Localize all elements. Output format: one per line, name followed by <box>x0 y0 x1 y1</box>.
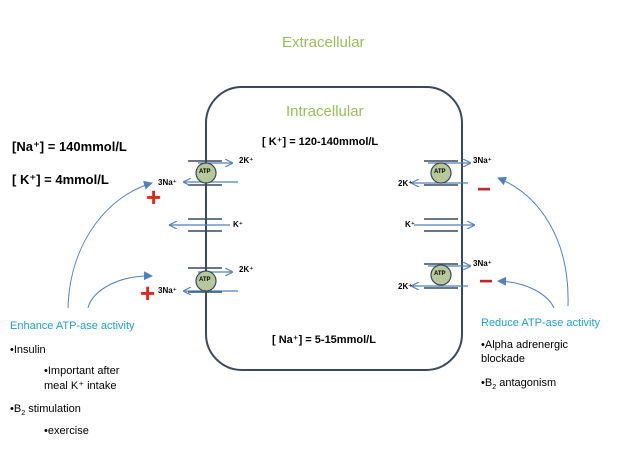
ion-k-left: K⁺ <box>233 220 243 229</box>
intracellular-label: Intracellular <box>286 103 364 120</box>
left-panel-exercise: •exercise <box>44 425 89 437</box>
intracellular-k-conc: [ K⁺] = 120-140mmol/L <box>262 136 379 148</box>
ion-2k-right-top: 2K⁺ <box>398 179 413 188</box>
intracellular-na-conc: [ Na⁺] = 5-15mmol/L <box>272 334 376 346</box>
curve-right-to-top-pump <box>497 176 569 307</box>
right-panel-alpha-1: •Alpha adrenergic <box>481 339 569 351</box>
left-panel-insulin: •Insulin <box>10 344 46 356</box>
left-panel-insulin-note-1: •Important after <box>44 365 120 377</box>
curve-left-to-bottom-pump <box>87 271 153 309</box>
left-panel-b2-stimulation: •B2 stimulation <box>10 403 81 418</box>
atp-pump-right-top <box>430 162 452 184</box>
right-panel-alpha-2: blockade <box>481 353 526 365</box>
left-pump-bottom <box>184 267 238 292</box>
curve-left-to-top-pump <box>67 180 153 309</box>
atp-label-right-top: ATP <box>434 169 446 175</box>
atp-pump-right-bottom <box>430 264 452 286</box>
ion-2k-left-top: 2K⁺ <box>239 156 254 165</box>
minus-marker-bottom: − <box>479 268 494 295</box>
right-pump-bottom <box>412 264 470 288</box>
curve-right-to-bottom-pump <box>497 276 555 309</box>
extracellular-k-conc: [ K⁺] = 4mmol/L <box>12 172 109 187</box>
ion-3na-right-bottom: 3Na⁺ <box>473 259 492 268</box>
ion-2k-left-bottom: 2K⁺ <box>239 265 254 274</box>
right-panel-title: Reduce ATP-ase activity <box>481 317 601 329</box>
left-pump-top <box>184 161 238 185</box>
atp-label-left-bottom: ATP <box>199 277 211 283</box>
extracellular-label: Extracellular <box>282 34 365 51</box>
plus-marker-bottom: + <box>140 278 156 308</box>
ion-k-right: K⁺ <box>405 220 415 229</box>
plus-marker-top: + <box>146 182 162 212</box>
minus-marker-top: − <box>477 176 492 203</box>
atp-pump-left-bottom <box>195 270 217 292</box>
ion-3na-right-top: 3Na⁺ <box>473 156 492 165</box>
atp-pump-left-top <box>195 162 217 184</box>
left-panel-insulin-note-2: meal K⁺ intake <box>44 380 117 392</box>
right-k-channel <box>414 218 474 232</box>
right-panel-b2-antagonism: •B2 antagonism <box>481 377 557 392</box>
atp-label-left-top: ATP <box>199 169 211 175</box>
cell-membrane <box>205 86 463 371</box>
atp-label-right-bottom: ATP <box>434 271 446 277</box>
left-panel-title: Enhance ATP-ase activity <box>10 320 135 332</box>
right-pump-top <box>412 161 470 185</box>
extracellular-na-conc: [Na⁺] = 140mmol/L <box>12 139 127 154</box>
ion-3na-left-bottom: 3Na⁺ <box>158 286 177 295</box>
ion-3na-left-top: 3Na⁺ <box>158 178 177 187</box>
ion-2k-right-bottom: 2K⁺ <box>398 282 413 291</box>
left-k-channel <box>170 218 230 232</box>
